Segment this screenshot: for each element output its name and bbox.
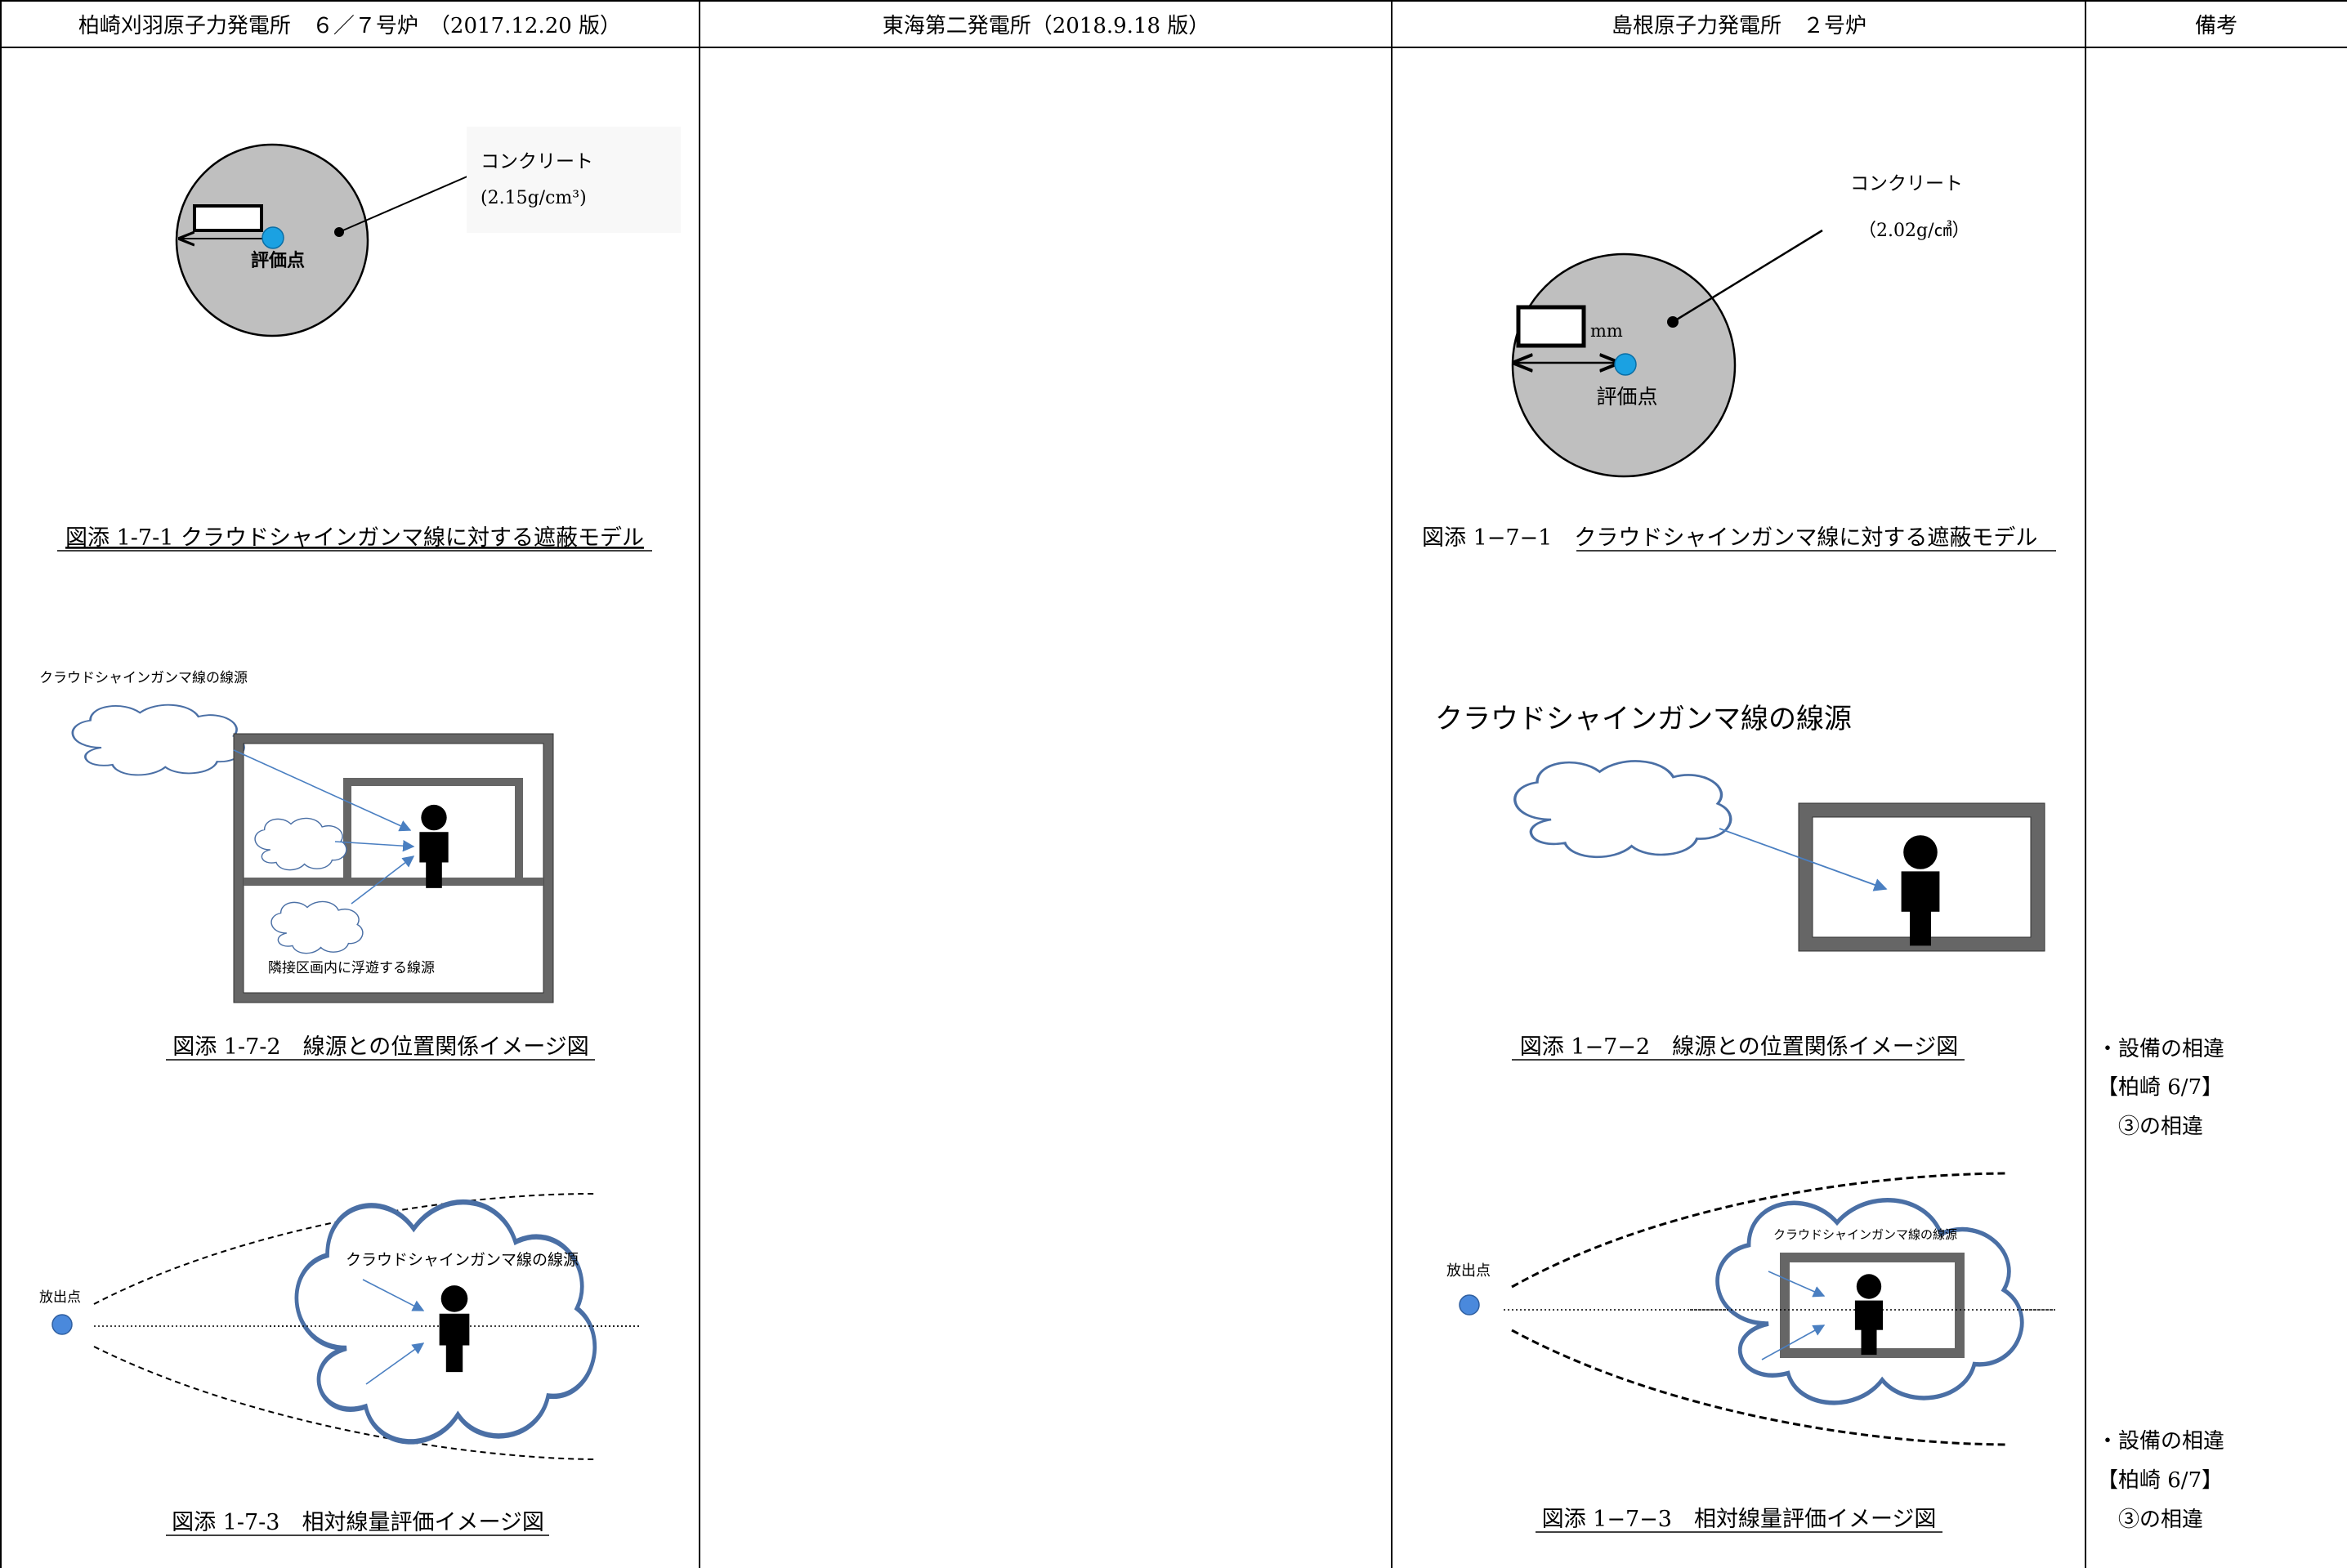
- shimane-relative-dose-figure: 放出点 クラウドシャインガンマ線の線源: [1446, 1172, 2055, 1446]
- shimane-caption-fig2: 図添 1−7−2 線源との位置関係イメージ図: [1520, 1034, 1959, 1060]
- kk-caption-fig1: 図添 1-7-1 クラウドシャインガンマ線に対する遮蔽モデル: [65, 525, 644, 551]
- plume-lower-boundary-shimane: [1511, 1329, 2009, 1446]
- release-point-label-shimane: 放出点: [1446, 1262, 1491, 1280]
- building-outer-wall: [233, 733, 554, 1003]
- header-shimane: 島根原子力発電所 ２号炉: [1612, 14, 1866, 38]
- ray-upper-shimane: [1768, 1271, 1826, 1298]
- cloud-source-label-fig3: クラウドシャインガンマ線の線源: [346, 1251, 579, 1269]
- ray-indoor: [334, 840, 415, 852]
- remark-note-2-line2: 【柏崎 6/7】: [2097, 1468, 2223, 1493]
- adjacent-cloud: [270, 900, 364, 954]
- kk-relative-dose-figure: 放出点 クラウドシャインガンマ線の線源: [39, 1192, 641, 1460]
- header-row: 柏崎刈羽原子力発電所 ６／７号炉 （2017.12.20 版） 東海第二発電所（…: [78, 14, 2237, 38]
- remark-note-1-line2: 【柏崎 6/7】: [2097, 1075, 2223, 1100]
- ray-adjacent: [351, 855, 415, 905]
- cloud-source-label-fig3-shimane: クラウドシャインガンマ線の線源: [1773, 1227, 1957, 1242]
- outdoor-cloud-shimane: [1513, 759, 1732, 859]
- plume-lower-boundary: [93, 1346, 597, 1460]
- remark-note-2: ・設備の相違 【柏崎 6/7】 ③の相違: [2097, 1429, 2224, 1532]
- material-label: コンクリート: [481, 151, 593, 172]
- material-label-box: [467, 127, 681, 233]
- header-kashiwazaki: 柏崎刈羽原子力発電所 ６／７号炉 （2017.12.20 版）: [78, 14, 621, 38]
- plume-upper-boundary-shimane: [1511, 1172, 2009, 1289]
- remark-note-1: ・設備の相違 【柏崎 6/7】 ③の相違: [2097, 1037, 2224, 1139]
- evaluation-point: [262, 226, 284, 249]
- kk-caption-fig2: 図添 1-7-2 線源との位置関係イメージ図: [172, 1034, 589, 1060]
- shimane-shield-model-figure: コンクリート （2.02g/㎤） mm 評価点: [1511, 173, 1969, 478]
- release-point-marker: [51, 1314, 73, 1335]
- ray-lower: [365, 1342, 425, 1385]
- remark-note-2-line3: ③の相違: [2118, 1508, 2203, 1532]
- kk-position-figure: クラウドシャインガンマ線の線源 隣接区画内に浮遊する線源: [39, 670, 554, 1003]
- shimane-position-figure: クラウドシャインガンマ線の線源: [1435, 703, 2045, 952]
- cloud-source-label-shimane: クラウドシャインガンマ線の線源: [1435, 703, 1852, 735]
- indoor-cloud: [254, 817, 347, 871]
- unit-label-mm: mm: [1590, 321, 1623, 341]
- adjacent-source-label: 隣接区画内に浮遊する線源: [268, 960, 435, 976]
- leader-dot-shimane: [1667, 316, 1679, 328]
- person-icon: [419, 804, 449, 888]
- header-tokai: 東海第二発電所（2018.9.18 版）: [883, 14, 1210, 38]
- ray-upper: [362, 1279, 425, 1311]
- density-label-shimane: （2.02g/㎤）: [1858, 220, 1969, 241]
- ray-outdoor: [233, 749, 412, 832]
- evaluation-point-label-shimane: 評価点: [1596, 385, 1657, 409]
- evaluation-point-shimane: [1614, 353, 1637, 376]
- ray-shimane: [1719, 828, 1888, 891]
- outdoor-cloud: [71, 704, 245, 776]
- kk-shield-model-figure: 評価点 コンクリート (2.15g/cm³): [175, 127, 681, 337]
- kk-caption-fig3: 図添 1-7-3 相対線量評価イメージ図: [172, 1510, 544, 1535]
- room-rectangle-shimane: [1516, 305, 1586, 348]
- release-point-marker-shimane: [1459, 1294, 1480, 1316]
- room-rectangle: [193, 204, 263, 232]
- cloud-source-label: クラウドシャインガンマ線の線源: [39, 670, 248, 686]
- leader-line: [338, 175, 470, 233]
- shimane-caption-fig1: 図添 1−7−1 クラウドシャインガンマ線に対する遮蔽モデル: [1422, 525, 2037, 551]
- density-label: (2.15g/cm³): [481, 188, 587, 208]
- remark-note-2-line1: ・設備の相違: [2097, 1429, 2224, 1454]
- leader-line-shimane: [1672, 229, 1823, 324]
- ray-lower-shimane: [1761, 1325, 1826, 1360]
- shimane-caption-fig1-title: クラウドシャインガンマ線に対する遮蔽モデル: [1574, 525, 2037, 551]
- floor-slab: [244, 878, 543, 886]
- shimane-caption-fig1-number: 図添 1−7−1: [1422, 525, 1574, 551]
- person-icon-shimane: [1901, 835, 1940, 946]
- material-label-shimane: コンクリート: [1850, 173, 1963, 194]
- evaluation-point-label: 評価点: [251, 250, 305, 271]
- remark-note-1-line1: ・設備の相違: [2097, 1037, 2224, 1061]
- remark-note-1-line3: ③の相違: [2118, 1115, 2203, 1139]
- shimane-caption-fig3: 図添 1−7−3 相対線量評価イメージ図: [1542, 1507, 1937, 1532]
- release-point-label: 放出点: [39, 1289, 81, 1306]
- building-wall-shimane: [1798, 802, 2045, 952]
- header-remarks: 備考: [2195, 14, 2237, 38]
